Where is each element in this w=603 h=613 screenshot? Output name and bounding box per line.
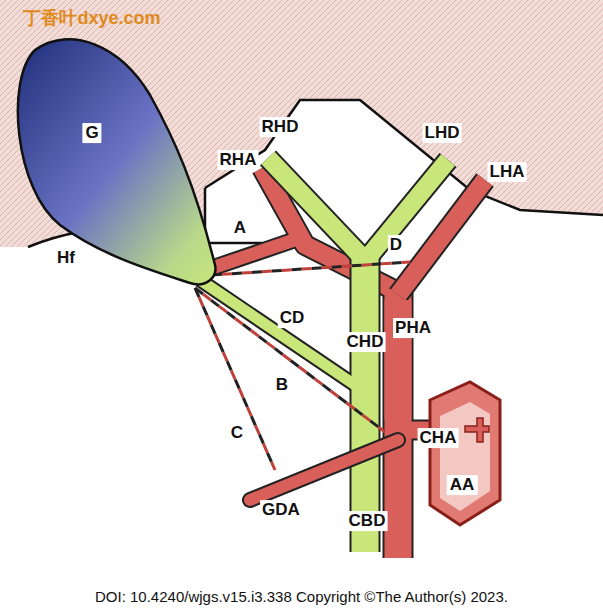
artery-label: A (232, 218, 248, 238)
fossa-label: Hf (55, 248, 77, 268)
artery-label: LHA (488, 162, 527, 182)
duct-label: LHD (423, 123, 462, 143)
gallbladder: G (10, 30, 225, 292)
line-label: B (274, 375, 290, 395)
organ-label: G (82, 123, 101, 143)
watermark: 丁香叶dxye.com (21, 8, 162, 29)
line-label: C (229, 423, 245, 443)
artery-label: RHA (218, 150, 259, 170)
duct-label: CBD (347, 511, 388, 531)
duct-label: CHD (345, 332, 386, 352)
organ-label: AA (447, 475, 478, 495)
artery-label: PHA (393, 318, 433, 338)
celiac-trunk (465, 418, 489, 442)
aorta-lumen (440, 402, 490, 511)
notch-line (205, 188, 262, 243)
aorta: AA (425, 376, 507, 530)
aorta-outline (425, 376, 507, 530)
duct-label: CD (278, 308, 307, 328)
line-label: D (388, 235, 404, 255)
gallbladder-shape (18, 39, 216, 284)
figure-caption: DOI: 10.4240/wjgs.v15.i3.338 Copyright ©… (0, 588, 603, 605)
artery-label: GDA (260, 500, 302, 520)
bile-ducts (200, 158, 448, 552)
artery-label: CHA (418, 428, 459, 448)
gallbladder-outline (10, 30, 225, 292)
aorta-shape (430, 382, 500, 525)
dashed-lines (195, 262, 410, 470)
duct-label: RHD (260, 117, 301, 137)
